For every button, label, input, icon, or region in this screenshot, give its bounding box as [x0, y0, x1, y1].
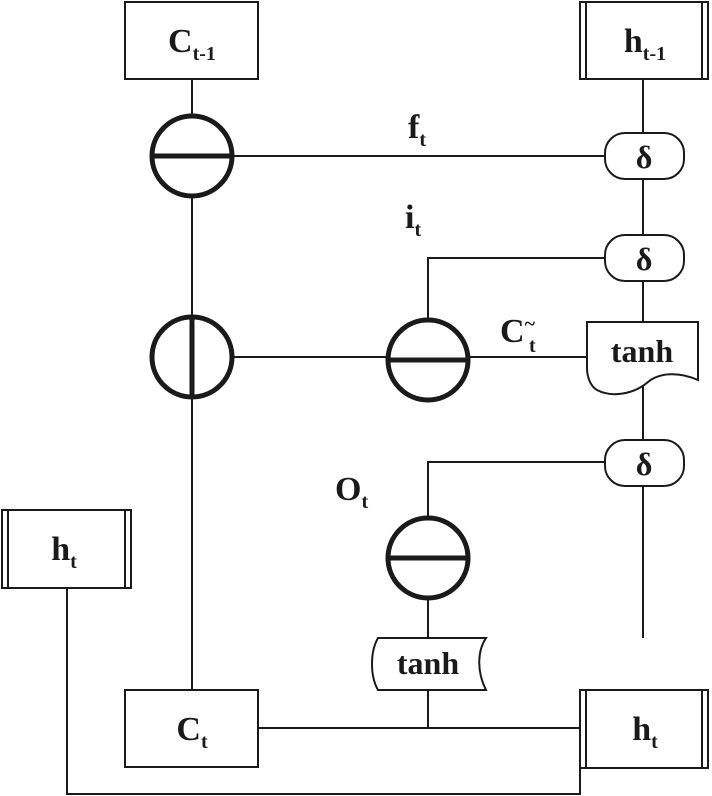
- hidden-output-left-subscript: t: [70, 551, 77, 573]
- connection-lines: [66, 79, 644, 795]
- prev-hidden-state-box: ht-1: [579, 1, 709, 80]
- output-gate-wire: [427, 461, 605, 518]
- candidate-tanh-node: tanh: [586, 321, 699, 396]
- output-sigmoid-label: δ: [636, 446, 653, 482]
- svg-text:ht: ht: [632, 711, 658, 753]
- prev-cell-state-label: C: [168, 23, 193, 60]
- hidden-feedback-wire: [66, 588, 581, 795]
- forget-sigmoid-node: δ: [604, 132, 685, 180]
- output-tanh-node: tanh: [371, 637, 488, 691]
- input-sigmoid-node: δ: [604, 234, 685, 282]
- prev-hidden-state-label: h: [624, 23, 643, 60]
- svg-text:ht-1: ht-1: [624, 23, 666, 65]
- input-gate-wire: [427, 257, 605, 320]
- cell-state-label: C: [176, 711, 201, 748]
- forget-multiply-node: [149, 113, 235, 199]
- cell-add-node: [149, 314, 235, 400]
- prev-hidden-state-subscript: t-1: [643, 43, 666, 65]
- prev-cell-state-box: Ct-1: [124, 1, 259, 80]
- output-sigmoid-node: δ: [604, 439, 685, 487]
- hidden-output-left-label: h: [51, 531, 70, 568]
- output-multiply-node: [385, 515, 471, 601]
- svg-text:Ct: Ct: [176, 711, 208, 753]
- prev-cell-state-subscript: t-1: [193, 43, 216, 65]
- candidate-tanh-label: tanh: [611, 333, 673, 369]
- forget-gate-label: ft: [408, 109, 426, 151]
- svg-text:Ct-1: Ct-1: [168, 23, 216, 65]
- hidden-output-left-box: ht: [1, 509, 132, 589]
- hidden-state-box: ht: [579, 689, 709, 769]
- hidden-state-label: h: [632, 711, 651, 748]
- cell-state-box: Ct: [124, 689, 259, 768]
- input-gate-label: it: [405, 199, 421, 241]
- output-tanh-label: tanh: [397, 645, 459, 681]
- svg-text:ht: ht: [51, 531, 77, 573]
- output-gate-label: Ot: [335, 471, 368, 513]
- input-multiply-node: [385, 317, 471, 403]
- input-sigmoid-label: δ: [636, 241, 653, 277]
- cell-state-subscript: t: [201, 731, 208, 753]
- forget-sigmoid-label: δ: [636, 139, 653, 175]
- candidate-label: C~t: [500, 313, 536, 357]
- hidden-state-subscript: t: [651, 731, 658, 753]
